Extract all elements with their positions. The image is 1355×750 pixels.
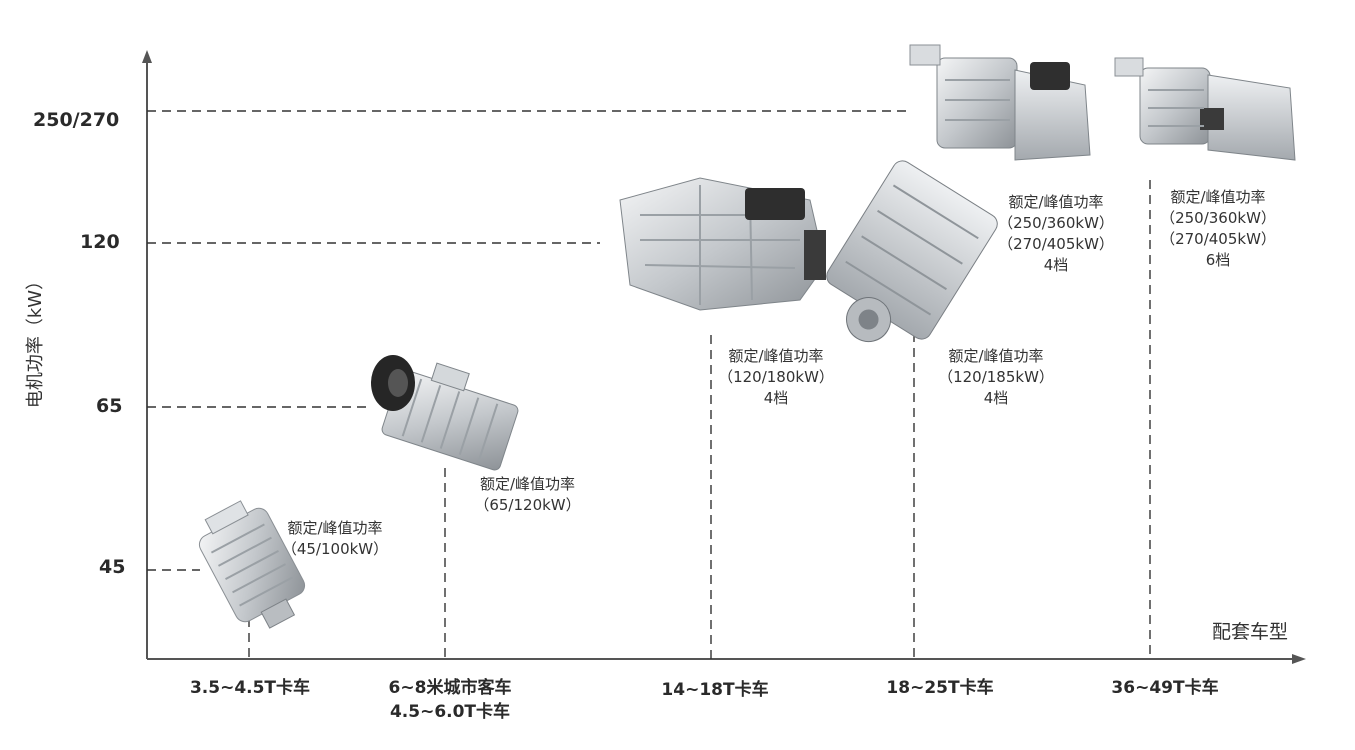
product-annotation-3: 额定/峰值功率 （120/180kW） 4档 — [706, 346, 846, 409]
product-annotation-4: 额定/峰值功率 （120/185kW） 4档 — [926, 346, 1066, 409]
annotation-line: 额定/峰值功率 — [948, 347, 1044, 365]
product-image-4 — [826, 160, 998, 343]
annotation-line: （120/185kW） — [938, 368, 1054, 386]
annotation-line: （250/360kW） — [998, 214, 1114, 232]
product-annotation-5: 额定/峰值功率 （250/360kW） （270/405kW） 4档 — [986, 192, 1126, 276]
product-image-6 — [1114, 57, 1296, 161]
annotation-line: （120/180kW） — [718, 368, 834, 386]
annotation-line: （45/100kW） — [281, 540, 389, 558]
x-category-2-line-2: 4.5~6.0T卡车 — [389, 702, 511, 722]
annotation-line: （270/405kW） — [998, 235, 1114, 253]
annotation-line: （250/360kW） — [1160, 209, 1276, 227]
y-tick-120: 120 — [80, 231, 120, 253]
annotation-line: 4档 — [1043, 256, 1069, 274]
product-annotation-2: 额定/峰值功率 （65/120kW） — [460, 474, 595, 516]
product-annotation-1: 额定/峰值功率 （45/100kW） — [270, 518, 400, 560]
x-category-1: 3.5~4.5T卡车 — [189, 678, 311, 698]
y-tick-45: 45 — [99, 556, 126, 578]
annotation-line: 6档 — [1205, 251, 1231, 269]
y-tick-250: 250/270 — [33, 109, 120, 131]
annotation-line: 4档 — [983, 389, 1009, 407]
x-category-2: 6~8米城市客车 4.5~6.0T卡车 — [370, 676, 530, 724]
product-image-3 — [619, 177, 826, 311]
x-axis-arrow — [1292, 654, 1306, 664]
annotation-line: （65/120kW） — [474, 496, 581, 514]
axes — [142, 50, 1306, 664]
product-annotation-6: 额定/峰值功率 （250/360kW） （270/405kW） 6档 — [1148, 187, 1288, 271]
annotation-line: 额定/峰值功率 — [728, 347, 824, 365]
annotation-line: 额定/峰值功率 — [1170, 188, 1266, 206]
x-category-5: 36~49T卡车 — [1111, 678, 1219, 698]
product-image-1 — [198, 500, 306, 629]
annotation-line: 额定/峰值功率 — [287, 519, 383, 537]
annotation-line: 额定/峰值功率 — [1008, 193, 1104, 211]
y-tick-65: 65 — [96, 395, 123, 417]
y-axis-label: 电机功率（kW） — [25, 271, 46, 409]
product-image-2 — [371, 355, 519, 471]
horizontal-guides — [147, 110, 910, 571]
x-category-4: 18~25T卡车 — [886, 678, 994, 698]
annotation-line: 额定/峰值功率 — [479, 475, 576, 493]
annotation-line: 4档 — [763, 389, 789, 407]
y-axis-arrow — [142, 50, 152, 63]
vertical-guides — [248, 180, 1151, 659]
x-category-3: 14~18T卡车 — [661, 680, 769, 700]
x-category-2-line-1: 6~8米城市客车 — [388, 678, 512, 698]
annotation-line: （270/405kW） — [1160, 230, 1276, 248]
x-axis-label: 配套车型 — [1211, 621, 1288, 643]
product-image-5 — [909, 44, 1091, 161]
